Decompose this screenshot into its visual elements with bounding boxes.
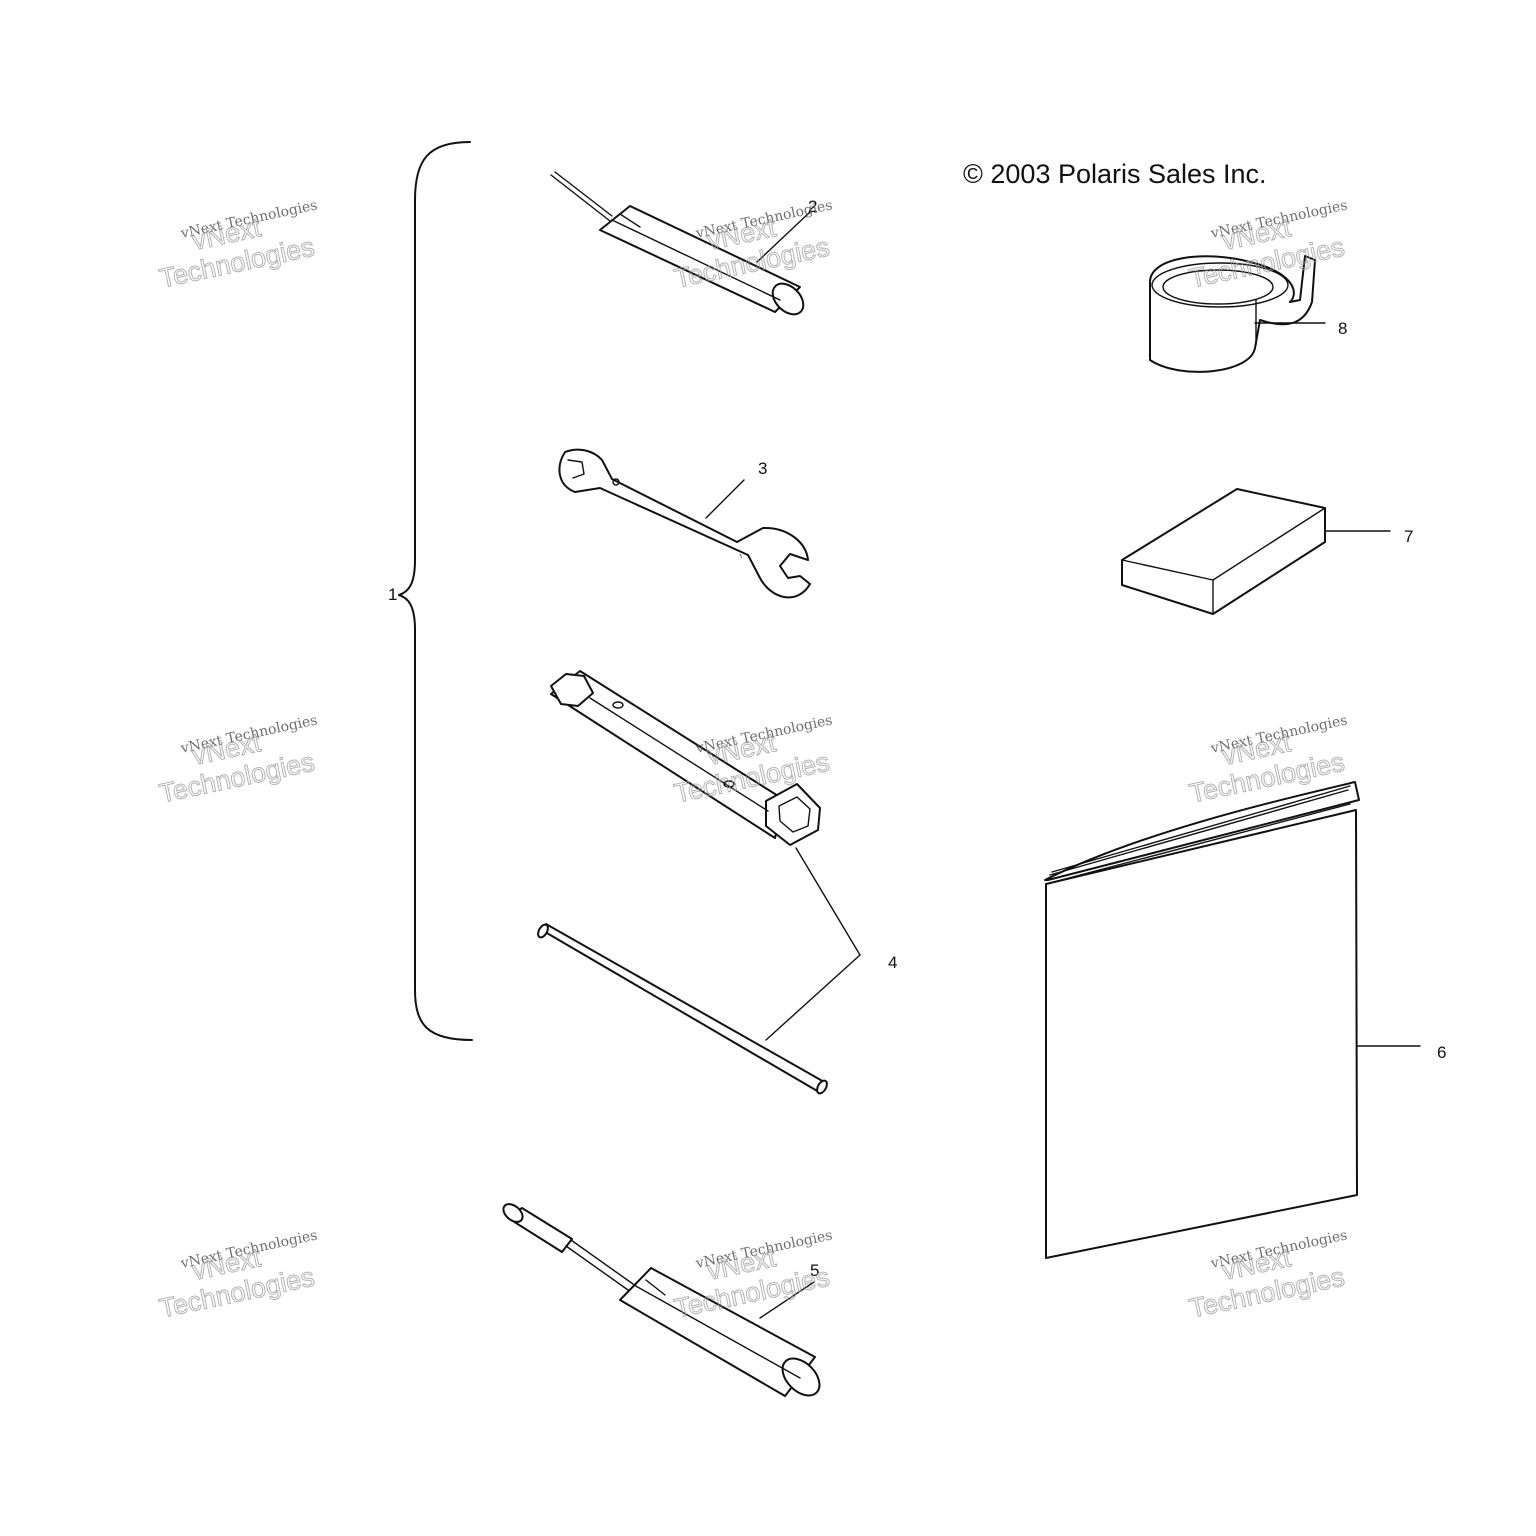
callout-1: 1 xyxy=(388,585,397,604)
tommy-bar-icon xyxy=(537,923,828,1095)
copyright-notice: © 2003 Polaris Sales Inc. xyxy=(963,159,1267,189)
callout-3: 3 xyxy=(758,459,767,478)
kit-bracket xyxy=(398,141,473,1041)
block-pad-icon xyxy=(1121,488,1326,615)
callout-8: 8 xyxy=(1338,319,1347,338)
callout-4: 4 xyxy=(888,953,897,972)
callout-6: 6 xyxy=(1437,1043,1446,1062)
callout-7: 7 xyxy=(1404,527,1413,546)
svg-text:~: ~ xyxy=(735,551,746,561)
socket-wrench-icon xyxy=(550,670,821,846)
open-end-wrench-icon: ~ xyxy=(558,448,811,599)
screwdriver-large-icon xyxy=(502,1203,821,1397)
tape-roll-icon xyxy=(1149,255,1316,373)
screwdriver-small-icon xyxy=(550,171,805,316)
callout-5: 5 xyxy=(810,1261,819,1280)
callout-2: 2 xyxy=(808,197,817,216)
owners-manual-icon xyxy=(1044,781,1360,1259)
